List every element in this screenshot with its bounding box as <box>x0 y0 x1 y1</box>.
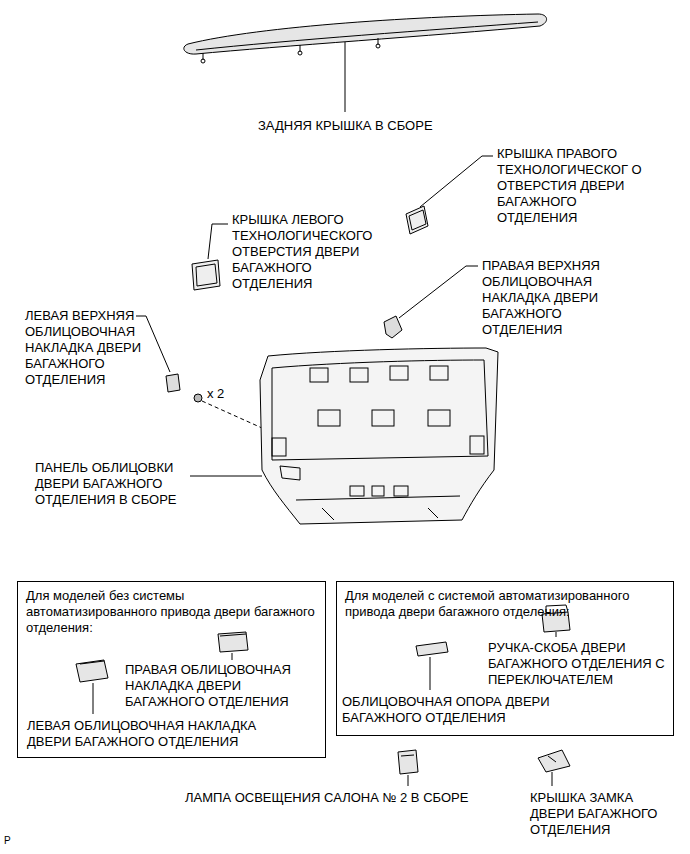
part-label: P <box>4 834 11 847</box>
part-label: ПАНЕЛЬ ОБЛИЦОВКИ ДВЕРИ БАГАЖНОГО ОТДЕЛЕН… <box>35 460 187 508</box>
part-label: ЛЕВАЯ ВЕРХНЯЯ ОБЛИЦОВОЧНАЯ НАКЛАДКА ДВЕР… <box>25 308 160 388</box>
part-label: ЗАДНЯЯ КРЫШКА В СБОРЕ <box>258 118 433 134</box>
part-label: КРЫШКА ЛЕВОГО ТЕХНОЛОГИЧЕСКОГО ОТВЕРСТИЯ… <box>232 212 382 292</box>
part-label: КРЫШКА ПРАВОГО ТЕХНОЛОГИЧЕСКОГ О ОТВЕРСТ… <box>497 146 647 226</box>
part-label: x 2 <box>207 386 224 402</box>
part-label: ПРАВАЯ ВЕРХНЯЯ ОБЛИЦОВОЧНАЯ НАКЛАДКА ДВЕ… <box>482 258 622 338</box>
part-label: ОБЛИЦОВОЧНАЯ ОПОРА ДВЕРИ БАГАЖНОГО ОТДЕЛ… <box>342 694 557 726</box>
part-label: РУЧКА-СКОБА ДВЕРИ БАГАЖНОГО ОТДЕЛЕНИЯ С … <box>488 640 668 688</box>
frame-heading: Для моделей без системы автоматизированн… <box>26 588 317 636</box>
part-label: ЛАМПА ОСВЕЩЕНИЯ САЛОНА № 2 В СБОРЕ <box>185 790 468 806</box>
part-label: ЛЕВАЯ ОБЛИЦОВОЧНАЯ НАКЛАДКА ДВЕРИ БАГАЖН… <box>27 718 277 750</box>
part-label: ПРАВАЯ ОБЛИЦОВОЧНАЯ НАКЛАДКА ДВЕРИ БАГАЖ… <box>125 662 310 710</box>
frame-heading: Для моделей с системой автоматизированно… <box>345 588 665 620</box>
part-label: КРЫШКА ЗАМКА ДВЕРИ БАГАЖНОГО ОТДЕЛЕНИЯ <box>530 790 675 838</box>
